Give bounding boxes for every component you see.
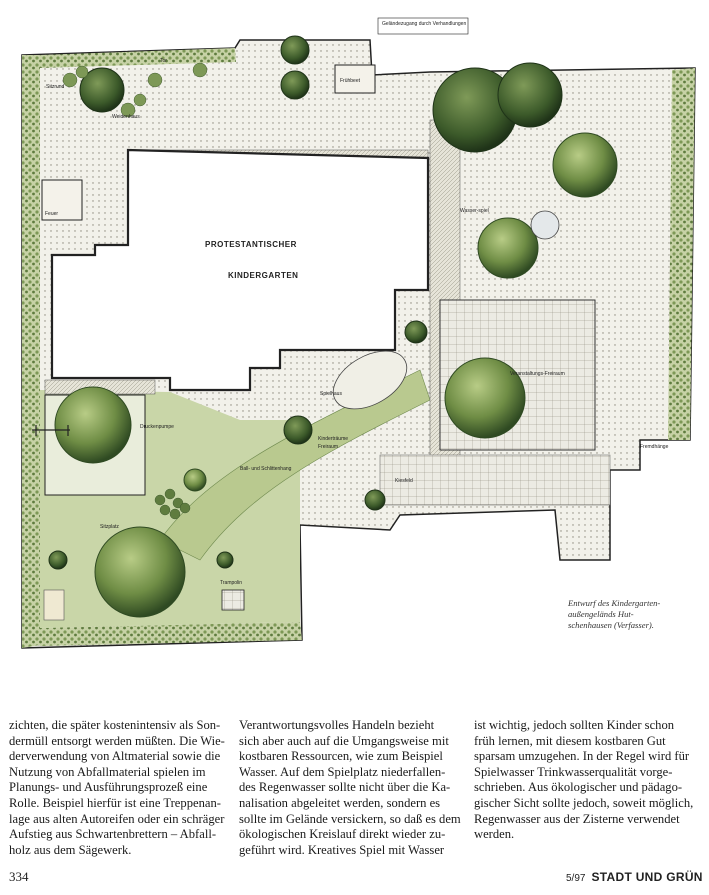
text-line: Spielwasser Trinkwasserqualität vorge-: [474, 764, 673, 779]
svg-text:Tor: Tor: [160, 58, 167, 64]
svg-text:Sitzrund: Sitzrund: [46, 84, 65, 90]
text-line: sollte im Gelände versickern, so daß es …: [239, 811, 461, 826]
svg-text:Spielhaus: Spielhaus: [320, 391, 342, 397]
hedge-north: [40, 48, 236, 68]
svg-text:Fremdhänge: Fremdhänge: [640, 444, 669, 450]
tree-south: [364, 489, 386, 511]
swing-frame: [32, 425, 70, 436]
text-line: sich aber auch auf die Umgangsweise mit: [239, 733, 449, 748]
tree-event-square: [444, 357, 526, 439]
text-line: derverwendung von Altmaterial sowie die: [9, 749, 221, 764]
text-line: gischer Sicht sollte jedoch, soweit mögl…: [474, 795, 694, 810]
svg-text:Sitzplatz: Sitzplatz: [100, 524, 119, 530]
text-line: ist wichtig, jedoch sollten Kinder schon: [474, 718, 675, 732]
svg-text:Geländezugang durch Verhandlun: Geländezugang durch Verhandlungen: [382, 21, 466, 27]
tree-northeast-3: [552, 132, 618, 198]
text-line: Nutzung von Abfallmaterial spielen im: [9, 764, 206, 779]
text-line: schrieben. Aus ökologischer und pädago-: [474, 780, 683, 795]
journal-footer: 5/97 STADT UND GRÜN: [566, 870, 703, 884]
building-title-line2: KINDERGARTEN: [228, 271, 298, 280]
shed-northwest: [41, 179, 83, 221]
text-line: lage aus alten Autoreifen oder ein schrä…: [9, 811, 225, 826]
tree-large-southwest: [94, 526, 186, 618]
figure-caption: Entwurf des Kindergarten- außengeländs H…: [568, 598, 688, 631]
trampoline: [221, 589, 245, 611]
svg-text:Kinderträume: Kinderträume: [318, 436, 348, 442]
text-line: des Regenwasser sollte nicht über die Ka…: [239, 780, 451, 795]
caption-line: außengeländs Hut-: [568, 609, 634, 619]
building-title-line1: PROTESTANTISCHER: [205, 240, 297, 249]
text-line: sparsam umzugehen. In der Regel wird für: [474, 749, 690, 764]
kindergarten-building: [50, 148, 430, 392]
svg-text:Feuer: Feuer: [45, 211, 58, 217]
tree-large-west: [54, 386, 132, 464]
play-hill: [332, 350, 408, 410]
text-line: nalisation abgeleitet werden, sondern es: [239, 795, 441, 810]
svg-text:Ball- und Schlittenhang: Ball- und Schlittenhang: [240, 466, 292, 472]
text-line: Verantwortungsvolles Handeln bezieht: [239, 718, 435, 732]
tree-small-1: [183, 468, 207, 492]
text-column-3: ist wichtig, jedoch sollten Kinder schon…: [474, 718, 696, 843]
text-line: Planungs- und Ausführungsprozeß eine: [9, 780, 208, 795]
text-line: ökologischen Kreislauf direkt wieder zu-: [239, 827, 446, 842]
text-line: zichten, die später kostenintensiv als S…: [9, 718, 221, 732]
text-line: geführt wird. Kreatives Spiel mit Wasser: [239, 842, 445, 857]
text-line: werden.: [474, 827, 515, 842]
text-line: früh lernen, mit diesem kostbaren Gut: [474, 733, 666, 748]
text-line: kostbaren Ressourcen, wie zum Beispiel: [239, 749, 443, 764]
journal-name: STADT UND GRÜN: [591, 870, 703, 884]
page-number: 334: [9, 869, 29, 884]
svg-text:Freiraum: Freiraum: [318, 444, 338, 450]
tree-center-2: [404, 320, 428, 344]
text-column-1: zichten, die später kostenintensiv als S…: [9, 718, 231, 858]
garden-plan-illustration: PROTESTANTISCHER KINDERGARTEN: [21, 17, 696, 649]
svg-text:Veranstaltungs-Freiraum: Veranstaltungs-Freiraum: [510, 371, 565, 377]
svg-text:Wasser-spiel: Wasser-spiel: [460, 208, 489, 214]
plan-labels: Geländezugang durch Verhandlungen Sitzru…: [45, 17, 669, 586]
svg-text:Frühbeet: Frühbeet: [340, 78, 361, 84]
hedge-south: [40, 622, 302, 646]
tree-east: [477, 217, 539, 279]
tree-center: [283, 415, 313, 445]
tree-small-3: [48, 550, 68, 570]
sandbox: [43, 589, 65, 621]
svg-text:Kiesfeld: Kiesfeld: [395, 478, 413, 484]
article-body: zichten, die später kostenintensiv als S…: [0, 718, 709, 868]
tree-north: [280, 35, 310, 65]
caption-line: Entwurf des Kindergarten-: [568, 598, 661, 608]
text-line: Regenwasser aus der Zisterne verwendet: [474, 811, 680, 826]
shed-north: [334, 64, 376, 94]
text-column-2: Verantwortungsvolles Handeln bezieht sic…: [239, 718, 461, 858]
paving-south: [379, 454, 611, 506]
lawn-curve: [159, 369, 431, 561]
caption-line: schenhausen (Verfasser).: [568, 620, 654, 630]
text-line: Rolle. Beispiel hierfür ist eine Treppen…: [9, 795, 221, 810]
hedge-east: [668, 68, 695, 440]
text-line: holz aus dem Sägewerk.: [9, 842, 132, 857]
issue-number: 5/97: [566, 873, 586, 884]
svg-text:Druckenpumpe: Druckenpumpe: [140, 424, 174, 430]
text-line: dermüll entsorgt werden müßten. Die Wie-: [9, 733, 225, 748]
tree-northwest: [79, 67, 125, 113]
text-line: Wasser. Auf dem Spielplatz niederfallen-: [239, 764, 446, 779]
tree-north-2: [280, 70, 310, 100]
shrub-cluster-west: [154, 488, 191, 520]
tree-small-2: [216, 551, 234, 569]
text-line: Aufstieg aus Schwartenbrettern – Abfall-: [9, 827, 217, 842]
tree-northeast-2: [497, 62, 563, 128]
shrub-cluster-northwest: [62, 62, 208, 118]
hedge-west: [22, 55, 40, 648]
svg-text:Weidenhaus: Weidenhaus: [112, 114, 140, 120]
svg-text:Trampolin: Trampolin: [220, 580, 242, 586]
water-play: [530, 210, 560, 240]
